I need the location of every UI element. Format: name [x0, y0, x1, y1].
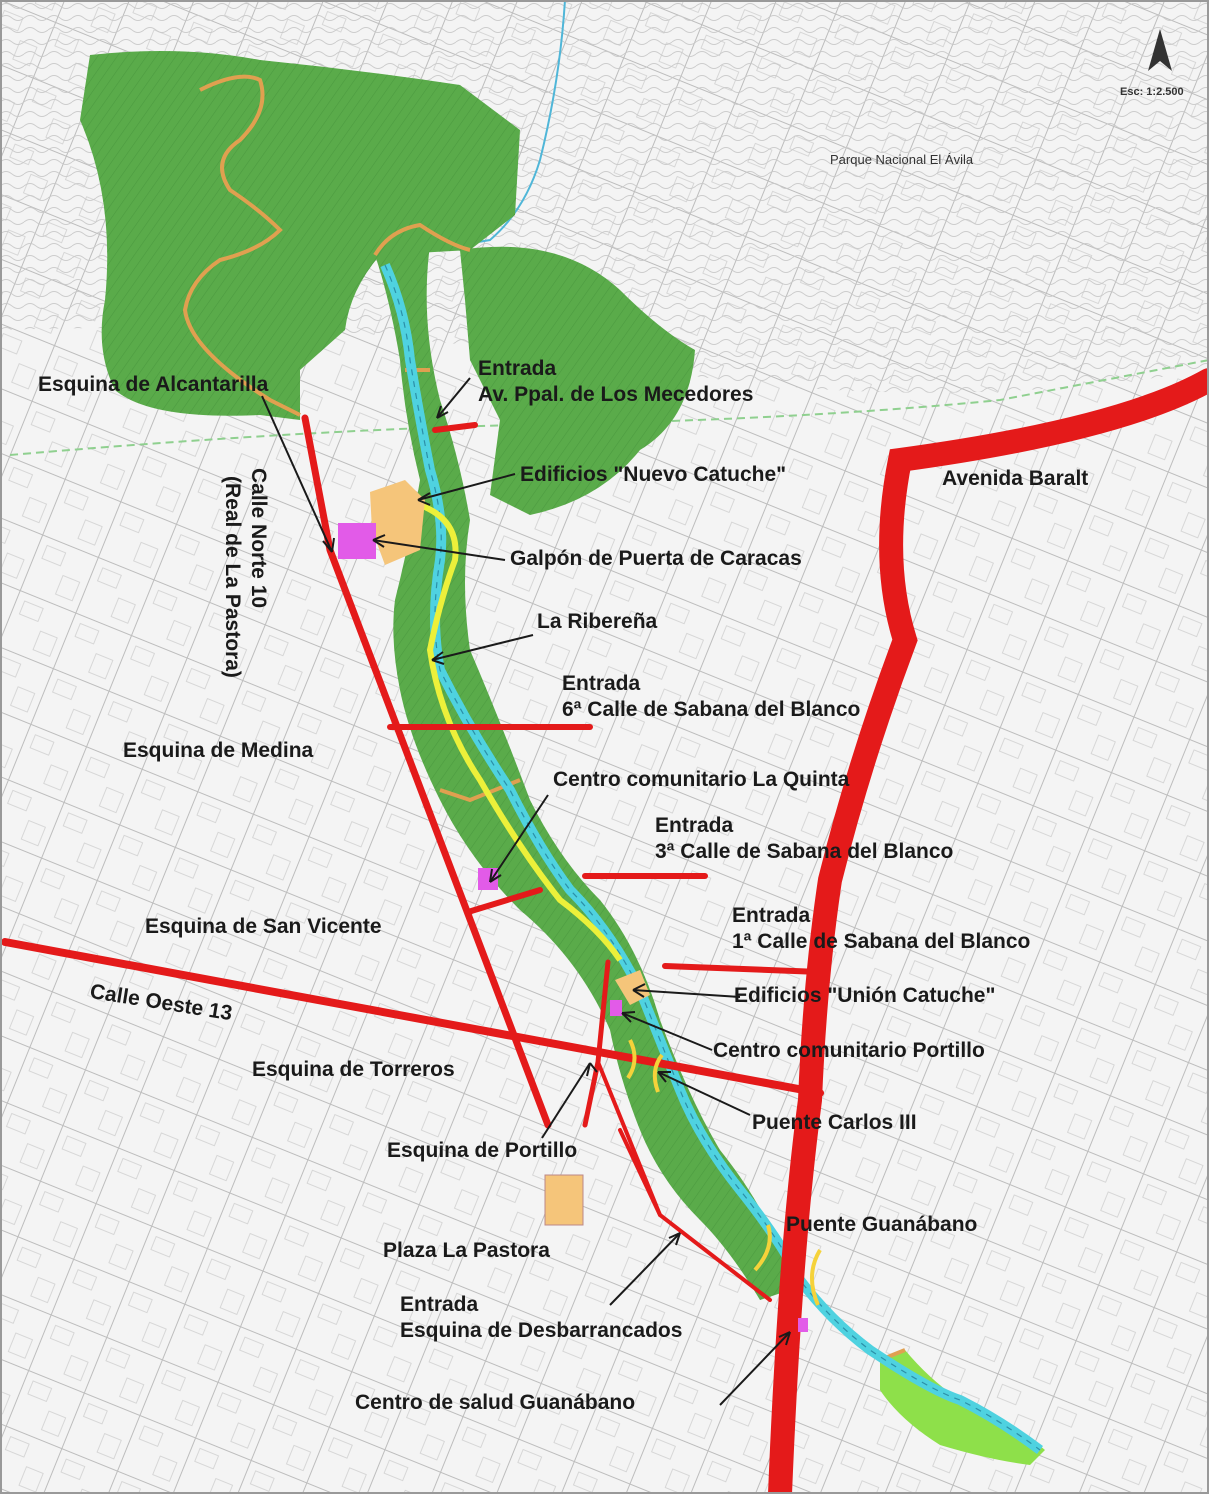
label-centro-portillo: Centro comunitario Portillo: [713, 1039, 985, 1062]
label-galpon: Galpón de Puerta de Caracas: [510, 547, 802, 570]
label-avenida-baralt: Avenida Baralt: [942, 467, 1089, 490]
road-calle-oeste-13: [1, 938, 824, 1097]
label-3a-calle: 3ª Calle de Sabana del Blanco: [655, 840, 954, 863]
building-galpon: [338, 523, 376, 559]
yellow-walkway: [418, 502, 623, 962]
building-plaza-la-pastora: [544, 1174, 584, 1226]
label-esquina-san-vicente: Esquina de San Vicente: [145, 915, 382, 938]
label-centro-salud-guanabano: Centro de salud Guanábano: [355, 1391, 636, 1414]
label-entrada-3a: Entrada: [655, 814, 734, 837]
label-calle-norte-10: Calle Norte 10: [247, 468, 270, 609]
label-6a-calle: 6ª Calle de Sabana del Blanco: [562, 698, 861, 721]
label-esquina-torreros: Esquina de Torreros: [252, 1058, 455, 1081]
label-esquina-portillo: Esquina de Portillo: [387, 1139, 578, 1162]
trail-top: [373, 222, 471, 257]
label-centro-la-quinta: Centro comunitario La Quinta: [553, 768, 850, 791]
label-la-riberena: La Ribereña: [537, 610, 658, 633]
label-entrada-desbarrancados: Entrada: [400, 1293, 479, 1316]
label-puente-carlos-iii: Puente Carlos III: [752, 1111, 917, 1134]
label-1a-calle: 1ª Calle de Sabana del Blanco: [732, 930, 1031, 953]
building-nuevo-catuche: [370, 480, 425, 565]
park-name-label: Parque Nacional El Ávila: [830, 152, 974, 167]
label-real-de-la-pastora: (Real de La Pastora): [221, 476, 244, 678]
label-entrada-6a: Entrada: [562, 672, 641, 695]
label-av-mecedores: Av. Ppal. de Los Mecedores: [478, 383, 754, 406]
label-edificios-nuevo-catuche: Edificios "Nuevo Catuche": [520, 463, 787, 486]
building-la-quinta: [478, 868, 498, 890]
label-puente-guanabano: Puente Guanábano: [786, 1213, 978, 1236]
building-portillo: [610, 1000, 622, 1016]
callout-arrows: [261, 377, 791, 1406]
label-entrada-1a: Entrada: [732, 904, 811, 927]
north-arrow-icon: [1148, 29, 1172, 71]
label-entrada-mecedores: Entrada: [478, 357, 557, 380]
label-plaza-la-pastora: Plaza La Pastora: [383, 1239, 550, 1262]
building-centro-salud: [798, 1318, 808, 1332]
trail-left: [182, 74, 301, 417]
label-edificios-union-catuche: Edificios "Unión Catuche": [734, 984, 996, 1007]
map-scale: Esc: 1:2.500: [1120, 86, 1184, 98]
label-esquina-desbarrancados: Esquina de Desbarrancados: [400, 1319, 683, 1342]
label-esquina-medina: Esquina de Medina: [123, 739, 314, 762]
label-esquina-alcantarilla: Esquina de Alcantarilla: [38, 373, 269, 396]
stream-top: [459, 0, 566, 246]
road-avenida-baralt: [768, 368, 1209, 1494]
bridges: [626, 1039, 822, 1306]
